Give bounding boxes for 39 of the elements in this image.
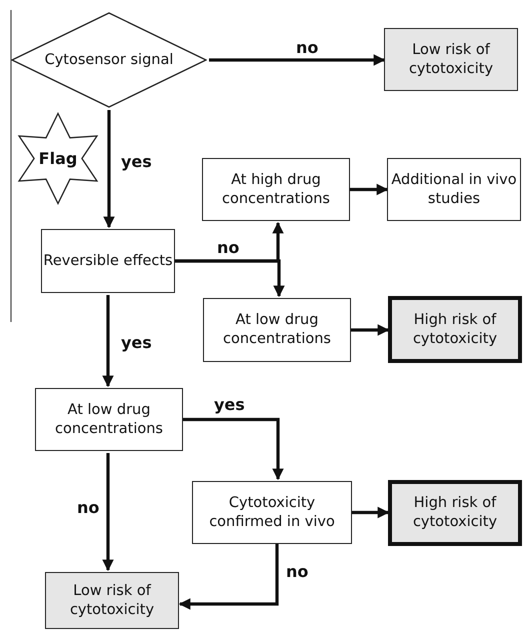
process-box [41,229,175,293]
edge-label: no [217,238,240,257]
node-text: Cytosensor signal [44,50,174,70]
process-box [45,572,179,629]
process-box [387,158,521,221]
node-text: At low drug concentrations [54,400,164,438]
edge-label: yes [121,152,152,171]
arrow [103,110,115,228]
process-box [202,158,350,221]
arrow [350,184,388,196]
arrow [102,453,114,572]
arrow [351,324,390,336]
arrow [183,418,284,480]
arrow [178,544,279,610]
node-text: Low risk of cytotoxicity [68,582,156,620]
arrow [175,259,285,298]
flag-label: Flag [38,149,78,168]
arrow [209,54,386,66]
process-box [388,296,522,363]
edge-label: no [286,562,308,581]
node-text: High risk of cytotoxicity [412,494,498,532]
process-box [203,298,351,362]
arrow [352,506,390,518]
node-text: Additional in vivo studies [390,170,518,208]
arrow [102,295,114,388]
process-box [384,28,518,91]
process-box [35,388,183,451]
node-text: At low drug concentrations [222,311,332,349]
edge-label: yes [214,395,245,414]
edge-label: no [77,498,100,517]
node-text: Low risk of cytotoxicity [408,40,494,78]
node-text: At high drug concentrations [221,170,331,208]
edge-label: yes [121,333,152,352]
node-text: High risk of cytotoxicity [412,310,498,348]
node-text: Cytotoxicity confirmed in vivo [208,494,336,532]
edge-label: no [296,38,318,57]
node-text: Reversible effects [43,252,173,270]
process-box [388,480,522,546]
process-box [192,481,352,544]
